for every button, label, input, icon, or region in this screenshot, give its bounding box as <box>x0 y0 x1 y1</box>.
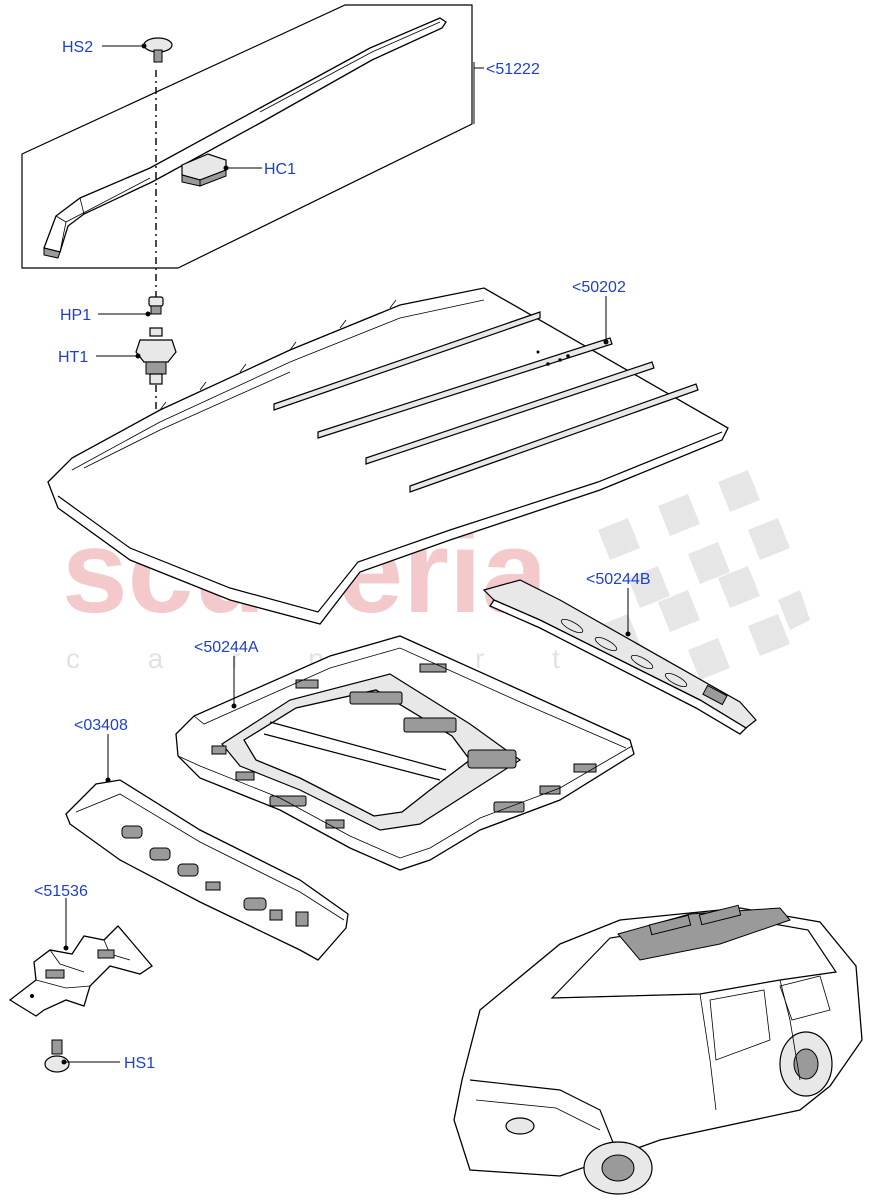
roof-frame-50244a-part <box>175 635 635 871</box>
ht1-stud-part <box>135 327 177 385</box>
callout-hp1[interactable]: HP1 <box>60 307 91 324</box>
cross-member-50244b-part <box>482 579 757 735</box>
callout-50244b[interactable]: <50244B <box>586 571 651 588</box>
front-header-03408-part <box>65 779 349 961</box>
hp1-plug-part <box>148 296 164 315</box>
roof-rail-group-box <box>21 4 473 269</box>
vehicle-illustration <box>453 904 863 1195</box>
callout-labels: HS2 <51222 HC1 <50202 HP1 HT1 <50244B <5… <box>34 39 651 1072</box>
roof-panel-part <box>47 287 729 625</box>
leader-lines <box>61 43 631 1065</box>
callout-ht1[interactable]: HT1 <box>58 349 88 366</box>
callout-03408[interactable]: <03408 <box>74 717 128 734</box>
callout-50202[interactable]: <50202 <box>572 279 626 296</box>
hs2-screw-part <box>143 37 173 63</box>
roof-rail-part <box>43 17 447 259</box>
bracket-51536-part <box>8 925 153 1017</box>
callout-hs1[interactable]: HS1 <box>124 1055 155 1072</box>
callout-hc1[interactable]: HC1 <box>264 161 296 178</box>
callout-51536[interactable]: <51536 <box>34 883 88 900</box>
callout-hs2[interactable]: HS2 <box>62 39 93 56</box>
hc1-clip-part <box>181 153 227 187</box>
hs1-screw-part <box>44 1039 70 1073</box>
callout-50244a[interactable]: <50244A <box>194 639 259 656</box>
callout-51222[interactable]: <51222 <box>486 61 540 78</box>
